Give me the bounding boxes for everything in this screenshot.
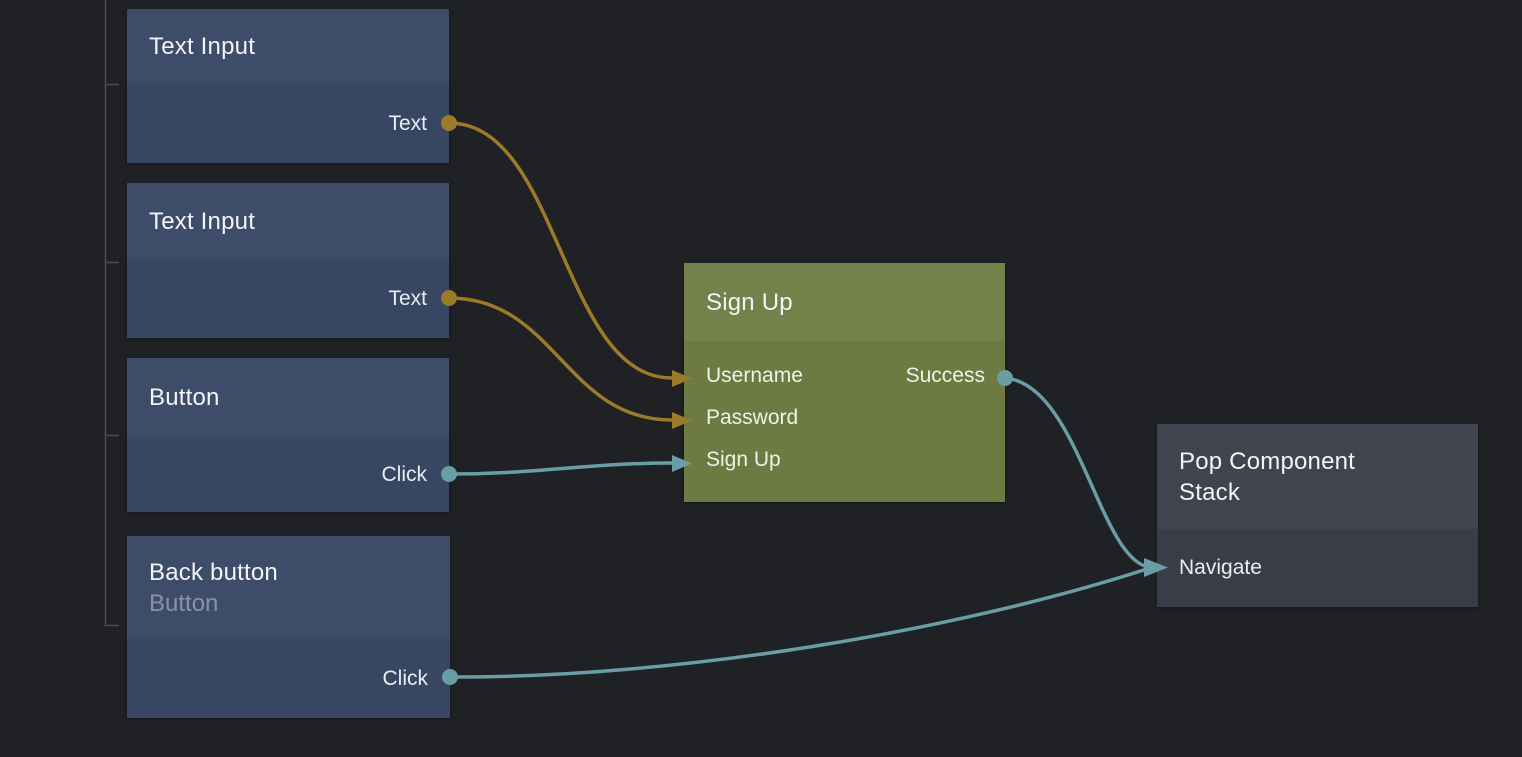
port-row-password[interactable]: Password [684,397,1005,439]
port-row-text-output[interactable]: Text [127,260,449,338]
wire-text2-to-password[interactable] [447,296,674,422]
port-row-click-output[interactable]: Click [127,437,449,512]
node-title: Text Input [149,208,256,235]
node-text-input-1[interactable]: Text Input Text [127,9,449,163]
port-label-text: Text [388,111,427,135]
node-body: Click [127,437,449,512]
left-bracket-line [104,0,119,627]
node-header[interactable]: Text Input [127,9,449,84]
wire-text1-to-username[interactable] [447,121,674,380]
port-label-navigate: Navigate [1179,556,1262,579]
node-pop-component-stack[interactable]: Pop Component Stack Navigate [1157,424,1478,607]
port-row-navigate[interactable]: Navigate [1157,529,1478,607]
node-title: Button [149,384,220,411]
port-row-username-success[interactable]: Username Success [684,355,1005,397]
node-body: Text [127,260,449,338]
node-sign-up[interactable]: Sign Up Username Success Password Sign U… [684,263,1005,502]
node-title: Sign Up [706,288,793,316]
port-label-success: Success [905,364,985,387]
port-label-password: Password [706,406,799,429]
node-header[interactable]: Pop Component Stack [1157,424,1478,529]
node-back-button[interactable]: Back button Button Click [127,536,450,718]
node-header[interactable]: Button [127,358,449,437]
wire-success-to-navigate[interactable] [1003,376,1150,569]
node-body: Username Success Password Sign Up [684,341,1005,502]
node-body: Navigate [1157,529,1478,607]
wire-click-to-signup[interactable] [447,461,676,476]
node-body: Text [127,84,449,163]
node-header[interactable]: Sign Up [684,263,1005,341]
node-title: Pop Component Stack [1179,447,1356,506]
node-text-input-2[interactable]: Text Input Text [127,183,449,338]
port-label-click: Click [382,666,429,690]
node-title: Text Input [149,33,256,60]
port-label-click: Click [381,462,428,486]
port-label-signup: Sign Up [706,448,781,471]
node-header[interactable]: Text Input [127,183,449,260]
node-button[interactable]: Button Click [127,358,449,512]
port-label-username: Username [706,364,803,387]
node-header[interactable]: Back button Button [127,536,450,639]
port-label-text: Text [388,287,427,310]
port-row-text-output[interactable]: Text [127,84,449,163]
node-subtitle: Button [149,589,219,617]
node-title: Back button [149,558,278,586]
node-body: Click [127,639,450,718]
port-row-click-output[interactable]: Click [127,639,450,718]
port-row-signup[interactable]: Sign Up [684,439,1005,481]
wire-backclick-to-navigate[interactable] [447,566,1152,679]
